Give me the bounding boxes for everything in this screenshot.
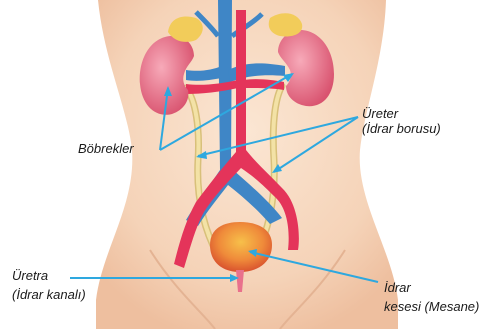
label-bladder-desc: kesesi (Mesane)	[384, 299, 479, 314]
label-kidneys: Böbrekler	[78, 141, 134, 156]
label-ureter: Üreter (İdrar borusu)	[362, 106, 441, 136]
label-bladder: İdrar kesesi (Mesane)	[384, 280, 479, 314]
label-ureter-name: Üreter	[362, 106, 441, 121]
label-urethra: Üretra (İdrar kanalı)	[12, 268, 86, 302]
label-urethra-desc: (İdrar kanalı)	[12, 287, 86, 302]
label-ureter-desc: (İdrar borusu)	[362, 121, 441, 136]
label-bladder-name: İdrar	[384, 280, 479, 295]
label-urethra-name: Üretra	[12, 268, 86, 283]
bladder	[210, 222, 272, 272]
